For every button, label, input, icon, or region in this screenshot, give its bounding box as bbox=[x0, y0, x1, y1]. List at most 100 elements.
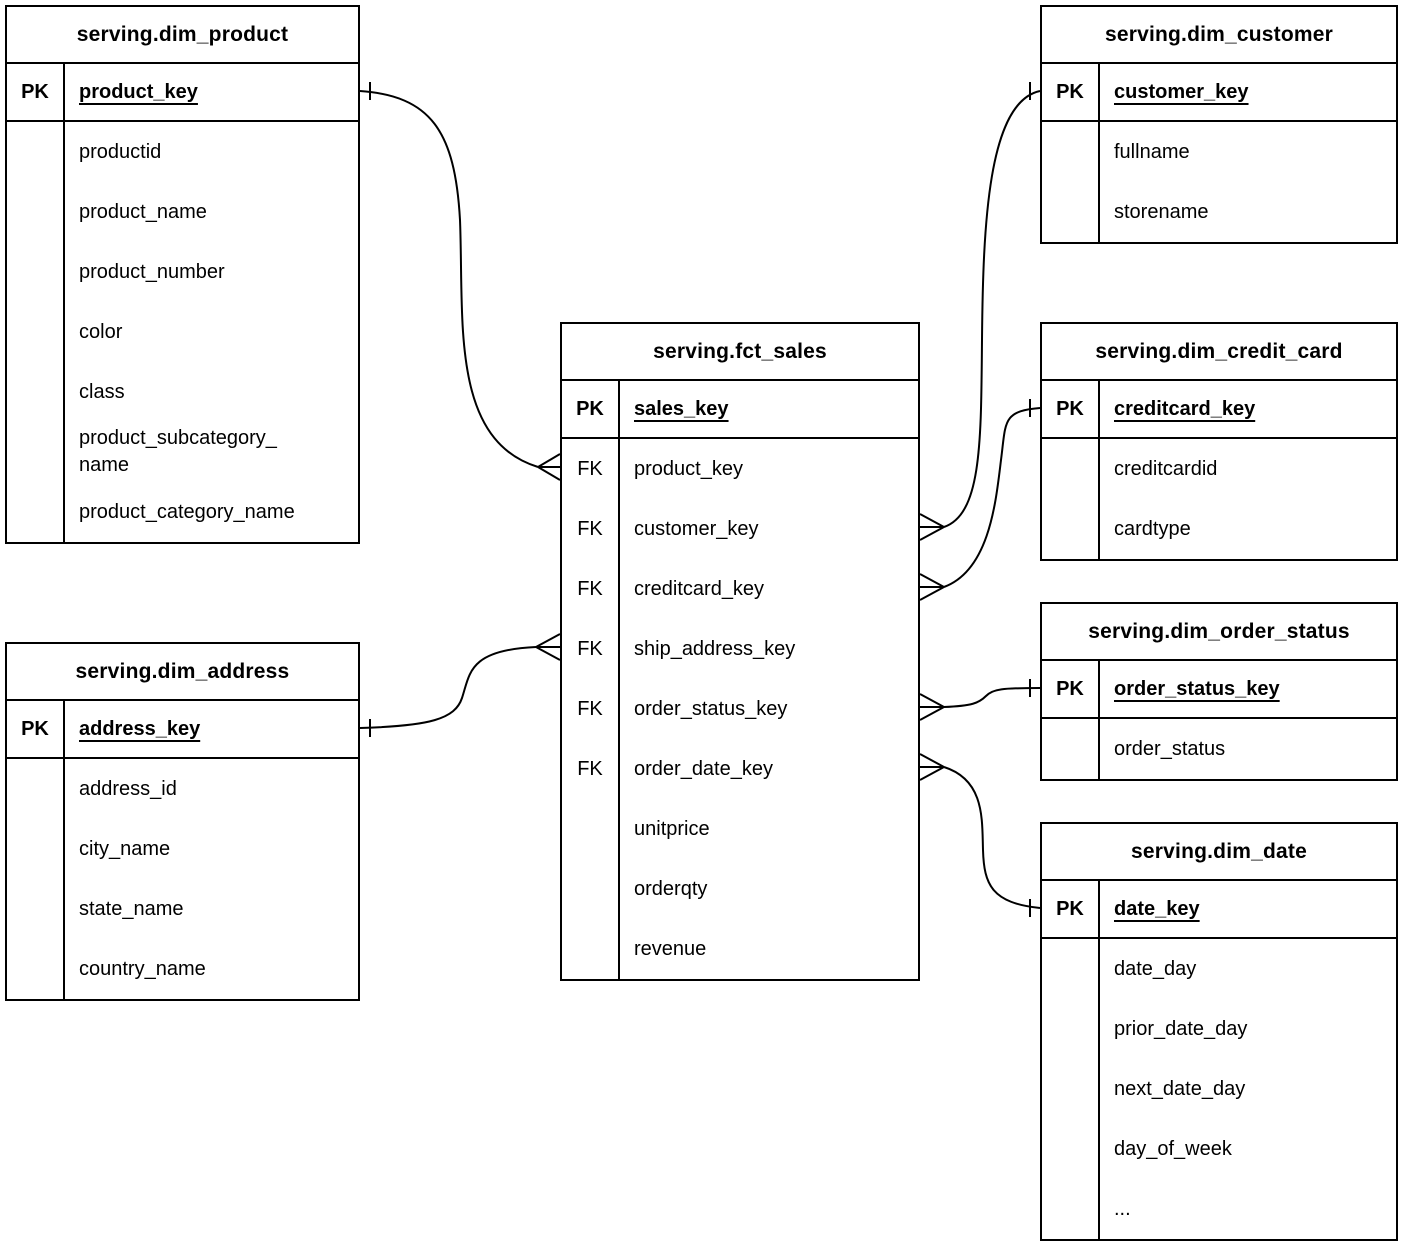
attribute-row: city_name bbox=[7, 819, 358, 879]
fk-row: FK creditcard_key bbox=[562, 559, 918, 619]
attribute-label-empty bbox=[562, 919, 620, 979]
attribute-row: state_name bbox=[7, 879, 358, 939]
relationship-fct-sales-dim-credit-card bbox=[919, 399, 1041, 601]
fk-field: creditcard_key bbox=[634, 577, 765, 600]
fk-field: product_key bbox=[634, 457, 743, 480]
pk-label: PK bbox=[1042, 881, 1100, 937]
pk-label: PK bbox=[7, 64, 65, 120]
attribute-row: product_subcategory_ name bbox=[7, 422, 358, 482]
attribute-label-empty bbox=[1042, 122, 1100, 182]
fk-field: customer_key bbox=[634, 517, 759, 540]
crow-foot-marker bbox=[919, 753, 945, 768]
relationship-line bbox=[943, 687, 1041, 708]
measure-field: orderqty bbox=[634, 877, 708, 900]
table-dim-credit-card: serving.dim_credit_card PK creditcard_ke… bbox=[1040, 322, 1398, 561]
attribute-label-empty bbox=[1042, 719, 1100, 779]
crow-foot-marker bbox=[919, 586, 945, 601]
attribute-label-empty bbox=[1042, 182, 1100, 242]
relationship-line bbox=[943, 407, 1041, 588]
attribute-label-empty bbox=[7, 242, 65, 302]
fk-field: order_date_key bbox=[634, 757, 773, 780]
attribute-field: ... bbox=[1114, 1197, 1131, 1220]
fk-field: ship_address_key bbox=[634, 637, 796, 660]
pk-row: PK product_key bbox=[7, 64, 358, 122]
attribute-label-empty bbox=[7, 122, 65, 182]
table-dim-product: serving.dim_product PK product_key produ… bbox=[5, 5, 360, 544]
attribute-row: product_category_name bbox=[7, 482, 358, 542]
attribute-field: cardtype bbox=[1114, 517, 1191, 540]
fk-label: FK bbox=[562, 439, 620, 499]
attribute-label-empty bbox=[7, 939, 65, 999]
attribute-row: creditcardid bbox=[1042, 439, 1396, 499]
attribute-row: prior_date_day bbox=[1042, 999, 1396, 1059]
attribute-field: next_date_day bbox=[1114, 1077, 1246, 1100]
relationship-line bbox=[359, 90, 539, 468]
pk-row: PK date_key bbox=[1042, 881, 1396, 939]
pk-row: PK sales_key bbox=[562, 381, 918, 439]
pk-label: PK bbox=[562, 381, 620, 437]
attribute-label-empty bbox=[1042, 439, 1100, 499]
attribute-field: creditcardid bbox=[1114, 457, 1218, 480]
measure-row: unitprice bbox=[562, 799, 918, 859]
measure-field: unitprice bbox=[634, 817, 710, 840]
attribute-row: product_name bbox=[7, 182, 358, 242]
attribute-field: product_subcategory_ name bbox=[79, 427, 277, 476]
crow-foot-marker bbox=[919, 706, 945, 721]
attribute-row: productid bbox=[7, 122, 358, 182]
fk-label: FK bbox=[562, 619, 620, 679]
pk-row: PK customer_key bbox=[1042, 64, 1396, 122]
fk-row: FK customer_key bbox=[562, 499, 918, 559]
fk-label: FK bbox=[562, 739, 620, 799]
crow-foot-marker bbox=[919, 766, 945, 781]
relationship-fct-sales-dim-order-status bbox=[919, 679, 1041, 721]
table-title: serving.dim_product bbox=[7, 7, 358, 64]
attribute-row: next_date_day bbox=[1042, 1059, 1396, 1119]
pk-field: address_key bbox=[79, 717, 201, 740]
attribute-row: ... bbox=[1042, 1179, 1396, 1239]
table-dim-customer: serving.dim_customer PK customer_key ful… bbox=[1040, 5, 1398, 244]
attribute-label-empty bbox=[1042, 999, 1100, 1059]
relationship-fct-sales-dim-customer bbox=[919, 82, 1041, 541]
crow-foot-marker bbox=[535, 646, 561, 661]
relationship-fct-sales-dim-date bbox=[919, 753, 1041, 917]
crow-foot-marker bbox=[537, 453, 561, 468]
attribute-label-empty bbox=[1042, 1059, 1100, 1119]
pk-label: PK bbox=[1042, 381, 1100, 437]
crow-foot-marker bbox=[537, 466, 561, 481]
attribute-label-empty bbox=[1042, 1179, 1100, 1239]
attribute-label-empty bbox=[7, 482, 65, 542]
attribute-field: fullname bbox=[1114, 140, 1190, 163]
measure-row: orderqty bbox=[562, 859, 918, 919]
table-title: serving.dim_address bbox=[7, 644, 358, 701]
relationship-fct-sales-dim-product bbox=[359, 82, 561, 481]
table-title: serving.dim_customer bbox=[1042, 7, 1396, 64]
table-dim-address: serving.dim_address PK address_key addre… bbox=[5, 642, 360, 1001]
table-title: serving.dim_date bbox=[1042, 824, 1396, 881]
table-dim-order-status: serving.dim_order_status PK order_status… bbox=[1040, 602, 1398, 781]
attribute-label-empty bbox=[562, 859, 620, 919]
fk-label: FK bbox=[562, 499, 620, 559]
attribute-row: day_of_week bbox=[1042, 1119, 1396, 1179]
pk-field: creditcard_key bbox=[1114, 397, 1256, 420]
fk-field: order_status_key bbox=[634, 697, 788, 720]
relationship-line bbox=[943, 90, 1041, 528]
attribute-field: product_category_name bbox=[79, 500, 295, 523]
pk-field: sales_key bbox=[634, 397, 729, 420]
attribute-label-empty bbox=[562, 799, 620, 859]
attribute-label-empty bbox=[1042, 939, 1100, 999]
fk-label: FK bbox=[562, 559, 620, 619]
table-title: serving.dim_order_status bbox=[1042, 604, 1396, 661]
attribute-field: country_name bbox=[79, 957, 206, 980]
crow-foot-marker bbox=[535, 633, 561, 648]
fk-row: FK order_date_key bbox=[562, 739, 918, 799]
attribute-field: day_of_week bbox=[1114, 1137, 1232, 1160]
attribute-row: date_day bbox=[1042, 939, 1396, 999]
crow-foot-marker bbox=[919, 513, 945, 528]
attribute-label-empty bbox=[7, 182, 65, 242]
attribute-field: state_name bbox=[79, 897, 184, 920]
attribute-row: class bbox=[7, 362, 358, 422]
attribute-row: cardtype bbox=[1042, 499, 1396, 559]
pk-field: order_status_key bbox=[1114, 677, 1280, 700]
